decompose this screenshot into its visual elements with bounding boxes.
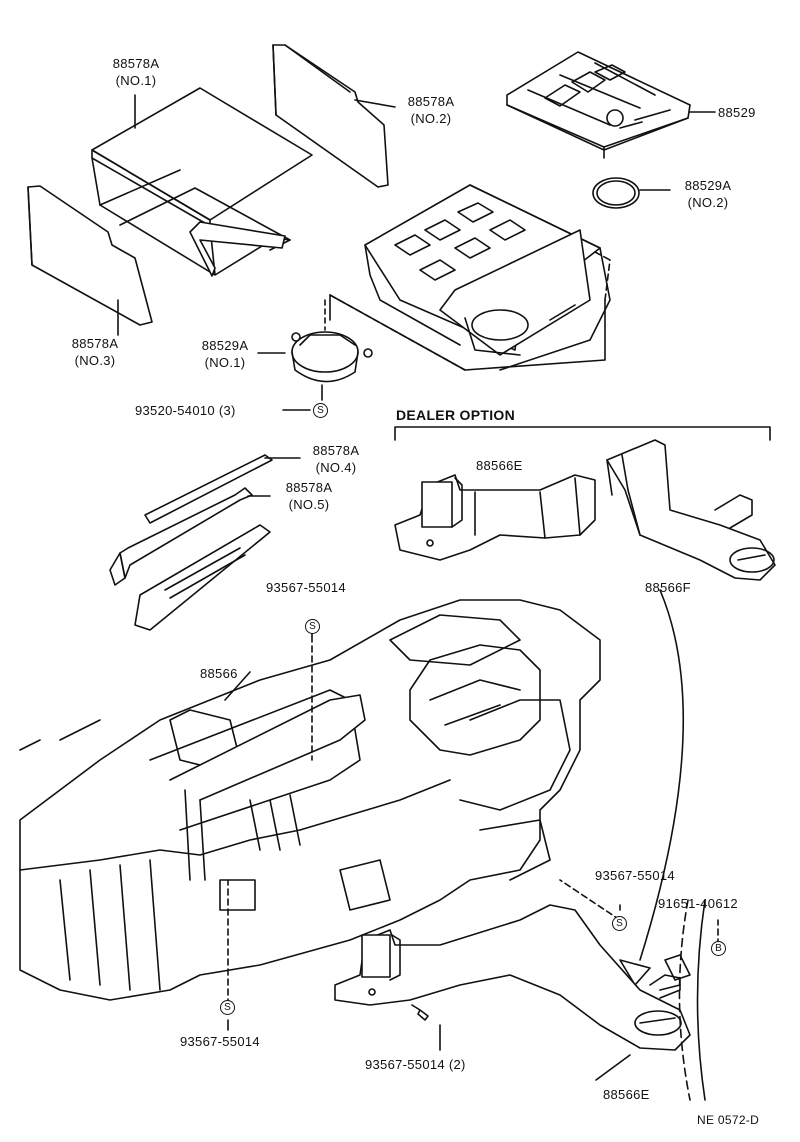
label-88578a-no1-sub: (NO.1) [115,73,157,88]
vent-88529a-no1-drawing [291,299,373,401]
label-88578a-no2-number: 88578A [407,94,455,109]
label-88566e-lower: 88566E [603,1087,650,1102]
label-88566f: 88566F [645,580,691,595]
duct-88566-drawing [169,694,366,881]
mark-s-icon: S [313,403,328,418]
mark-s-icon: S [220,1000,235,1015]
label-88578a-no5-sub: (NO.5) [288,497,330,512]
label-88529a-no1-sub: (NO.1) [204,355,246,370]
label-88529: 88529 [718,105,756,120]
label-88578a-no3-sub: (NO.3) [74,353,116,368]
label-93520-54010: 93520-54010 (3) [135,403,236,418]
label-93567-55014-left: 93567-55014 [180,1034,260,1049]
label-91651-40612: 91651-40612 [658,896,738,911]
label-88578a-no5-number: 88578A [285,480,333,495]
ring-88529a-no2-drawing [592,177,640,209]
label-93567-55014-right: 93567-55014 [595,868,675,883]
heater-unit-drawing [19,599,601,1001]
label-88578a-no2-sub: (NO.2) [410,111,452,126]
pad-88578a-no1-drawing [91,87,313,277]
mark-s-icon: S [305,619,320,634]
pad-88578a-no3-drawing [27,185,153,326]
label-88529a-no2-number: 88529A [684,178,732,193]
label-88578a-no4-number: 88578A [312,443,360,458]
label-93567-55014-top: 93567-55014 [266,580,346,595]
label-88529a-no2-sub: (NO.2) [687,195,729,210]
label-88578a-no1-number: 88578A [112,56,160,71]
drawing-code: NE 0572-D [697,1113,760,1127]
label-88578a-no3-number: 88578A [71,336,119,351]
strips-88578a-no4-no5-drawing [109,454,301,631]
label-93567-55014-bottom: 93567-55014 (2) [365,1057,466,1072]
mark-s-icon: S [612,916,627,931]
pad-88578a-no2-drawing [272,44,389,188]
label-88566: 88566 [200,666,238,681]
label-88566e-dealer: 88566E [476,458,523,473]
duct-88566f-drawing [606,439,776,581]
label-88578a-no4-sub: (NO.4) [315,460,357,475]
cover-88529-drawing [506,51,691,159]
label-88529a-no1-number: 88529A [201,338,249,353]
mark-b-icon: B [711,941,726,956]
console-box-drawing [329,184,611,371]
screw-93567-drawing [411,1004,429,1021]
duct-88566e-dealer-drawing [394,474,596,561]
dealer-option-heading: DEALER OPTION [396,407,516,423]
